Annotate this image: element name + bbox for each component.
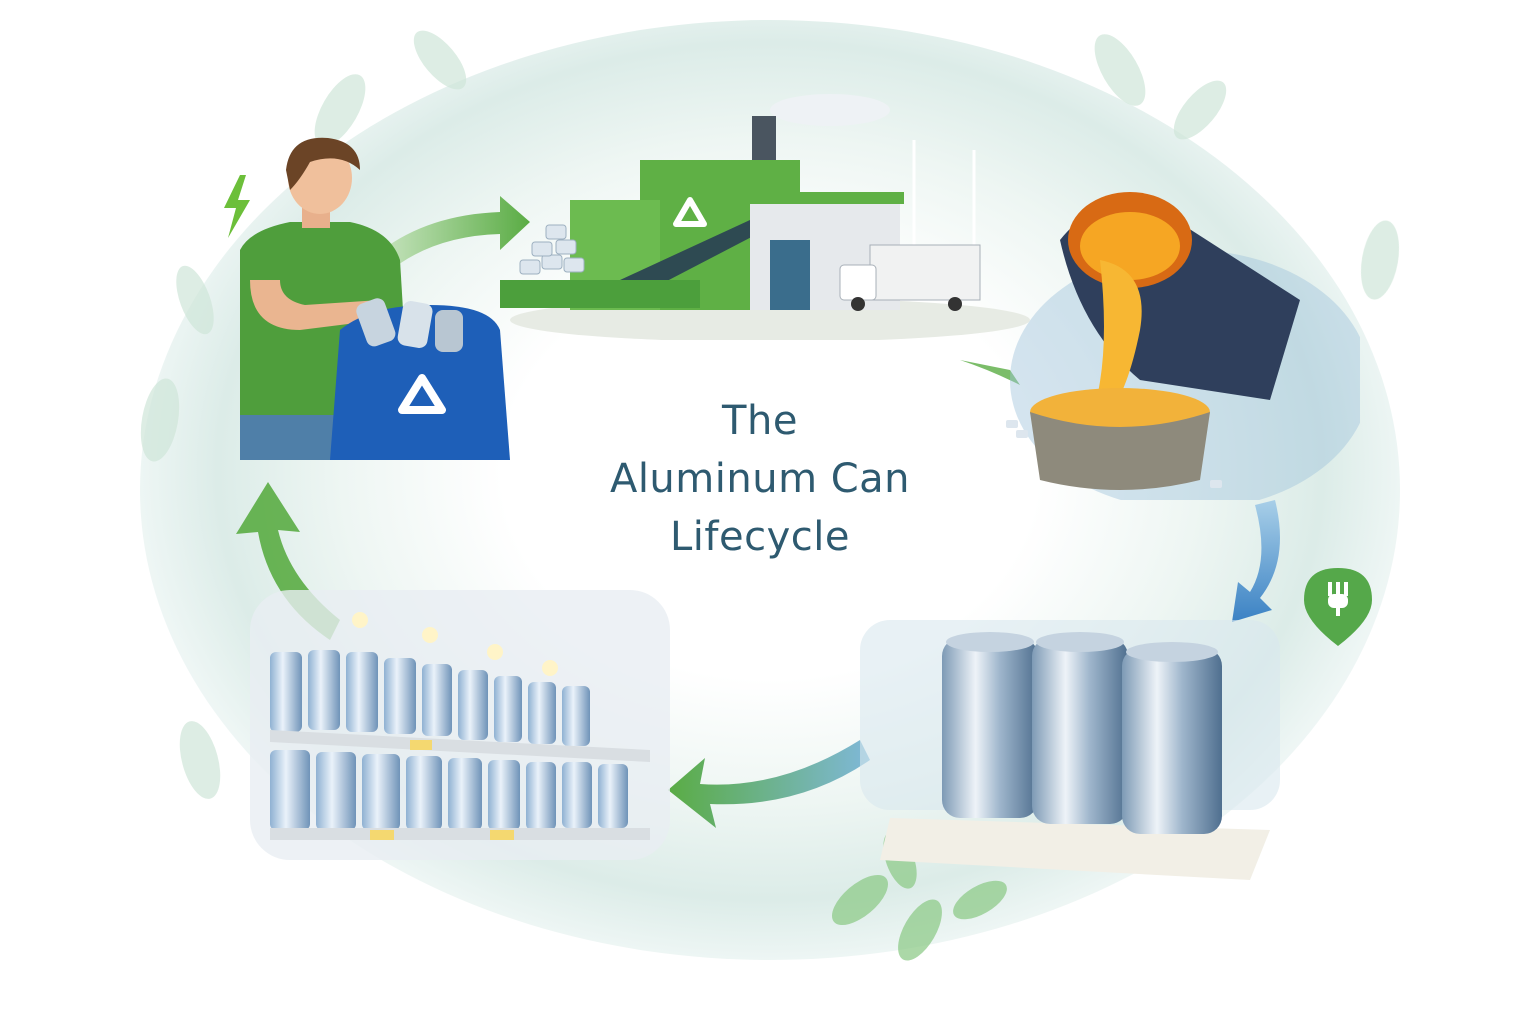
plug-pin-icon [1328, 582, 1348, 616]
stage-smelt [1006, 192, 1360, 500]
title-line-3: Lifecycle [670, 514, 850, 560]
plug-pin-badge [1304, 568, 1372, 646]
stage-collect [224, 137, 510, 460]
arrow-smelt-to-cans [1232, 500, 1280, 622]
recycle-icon [398, 374, 446, 414]
arrow-cans-to-retail [668, 740, 870, 828]
title-line-1: The [722, 398, 798, 444]
stage-manufacture [860, 620, 1280, 880]
shelf-icon [270, 650, 650, 840]
diagram-title: The Aluminum Can Lifecycle [560, 392, 960, 566]
stage-retail [250, 590, 670, 860]
stage-facility [500, 94, 1030, 340]
lightning-bolt-icon [224, 175, 250, 238]
arrow-collect-to-facility [370, 196, 530, 275]
title-line-2: Aluminum Can [609, 456, 911, 502]
can-icon [942, 632, 1222, 834]
recycle-icon [673, 197, 707, 227]
